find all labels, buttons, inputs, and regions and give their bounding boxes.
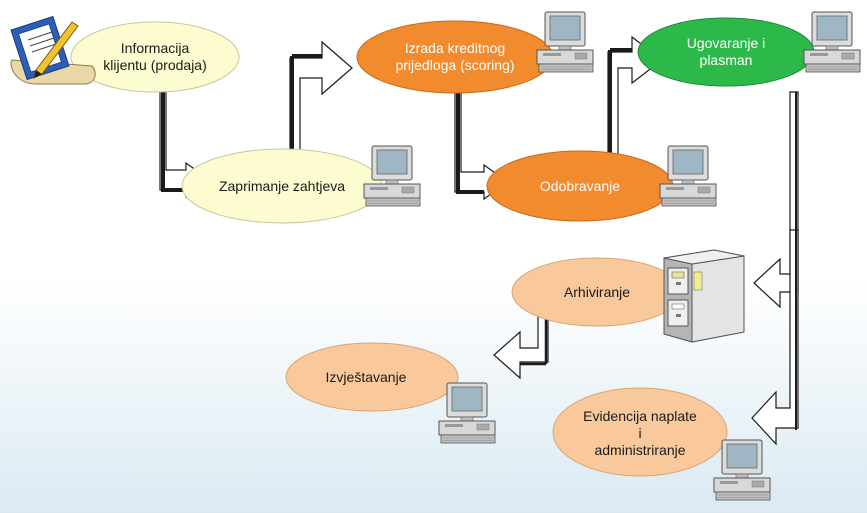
node-zaprimanje-text: Zaprimanje zahtjeva [218,177,346,194]
node-info-line1: Informacija [120,40,190,56]
computer-icon [536,11,594,73]
node-ugovaranje-line2: plasman [699,52,753,68]
node-info-ellipse [70,21,240,93]
node-izvjestavanje-label: Izvještavanje [296,367,436,387]
node-izrada-line2: prijedloga (scoring) [395,57,515,73]
computer-icon [363,145,421,207]
node-evidencija-line2: i [638,424,642,441]
node-odobravanje-label: Odobravanje [500,176,660,196]
node-izvjestavanje-ellipse [285,342,459,412]
node-info-label: Informacija klijentu (prodaja) [79,36,231,78]
node-evidencija-line1: Evidencija naplate [583,407,697,424]
filing-cabinet-icon [663,249,745,343]
arrow-ugovaranje-to-evidencija [751,229,799,446]
node-evidencija-line3: administriranje [594,441,686,458]
node-izrada-line1: Izrada kreditnog [404,40,506,56]
node-evidencija-label: Evidencija naplate i administriranje [562,404,718,462]
node-info-line2: klijentu (prodaja) [103,57,207,73]
node-arhiviranje-label: Arhiviranje [527,282,667,302]
computer-icon [713,439,771,501]
computer-icon [438,382,496,444]
node-zaprimanje-label: Zaprimanje zahtjeva [206,176,358,196]
node-izrada-label: Izrada kreditnog prijedloga (scoring) [369,36,541,78]
node-arhiviranje-text: Arhiviranje [563,283,631,300]
node-izvjestavanje-text: Izvještavanje [325,368,407,385]
pen-paper-icon [10,15,96,85]
node-evidencija-ellipse [552,387,728,477]
node-odobravanje-text: Odobravanje [539,177,621,194]
node-ugovaranje-label: Ugovaranje i plasman [650,31,802,73]
node-ugovaranje-line1: Ugovaranje i [686,35,766,51]
computer-icon [659,145,717,207]
computer-icon [803,11,861,73]
